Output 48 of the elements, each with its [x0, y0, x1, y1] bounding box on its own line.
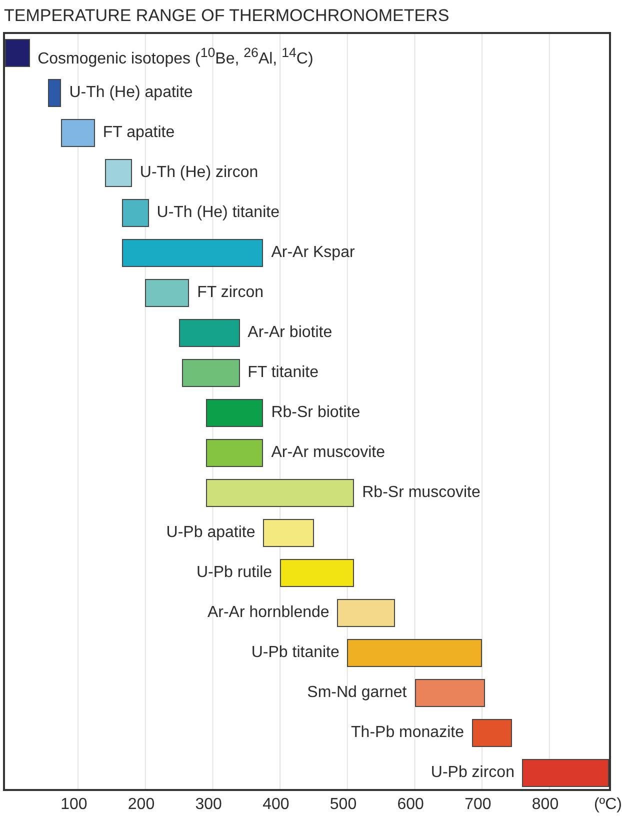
range-bar: [122, 199, 149, 227]
range-bar: [206, 479, 354, 507]
range-bar: [61, 119, 95, 147]
bar-label: Sm-Nd garnet: [307, 683, 407, 703]
bar-label: U-Pb titanite: [251, 643, 340, 663]
bar-label: FT apatite: [102, 123, 175, 143]
bar-label: U-Th (He) apatite: [69, 83, 193, 103]
range-bar: [472, 719, 512, 747]
bar-label: Th-Pb monazite: [351, 723, 464, 743]
range-bar: [347, 639, 482, 667]
range-bar: [206, 439, 264, 467]
bar-label: U-Pb apatite: [166, 523, 256, 543]
tick-label: 100: [60, 795, 88, 815]
tick-label: 700: [464, 795, 492, 815]
range-bar: [145, 279, 190, 307]
range-bar: [182, 359, 240, 387]
range-bar: [280, 559, 354, 587]
bar-label: U-Th (He) zircon: [140, 163, 258, 183]
bar-label: U-Th (He) titanite: [156, 203, 280, 223]
range-bar: [414, 679, 486, 707]
bar-label: FT zircon: [197, 283, 264, 303]
axis-label: (ºC): [594, 795, 622, 815]
bar-label: Ar-Ar biotite: [248, 323, 332, 343]
bar-label: Ar-Ar muscovite: [271, 443, 386, 463]
range-bar: [522, 759, 609, 787]
tick-label: 200: [128, 795, 155, 815]
tick-label: 300: [195, 795, 222, 815]
range-bar: [206, 399, 264, 427]
bar-label: Ar-Ar hornblende: [207, 603, 330, 623]
range-bar: [105, 159, 132, 187]
bar-label: U-Pb zircon: [430, 763, 514, 783]
range-bar: [5, 39, 30, 67]
range-bar: [337, 599, 395, 627]
tick-label: 400: [262, 795, 290, 815]
bar-label: U-Pb rutile: [196, 563, 272, 583]
range-bar: [179, 319, 240, 347]
bar-label: Ar-Ar Kspar: [271, 243, 355, 263]
bar-label: Cosmogenic isotopes ($^{10}$Be, $^{26}$Al, $^{14}$C): [38, 44, 314, 70]
range-bar: [263, 519, 314, 547]
chart-title: TEMPERATURE RANGE OF THERMOCHRONOMETERS: [4, 6, 450, 26]
tick-label: 500: [330, 795, 357, 815]
bar-label: Rb-Sr muscovite: [362, 483, 480, 503]
tick-label: 600: [397, 795, 424, 815]
bar-label: FT titanite: [248, 363, 318, 383]
tick-label: 800: [532, 795, 559, 815]
range-bar: [122, 239, 264, 267]
range-bar: [48, 79, 62, 107]
bar-label: Rb-Sr biotite: [271, 403, 360, 423]
